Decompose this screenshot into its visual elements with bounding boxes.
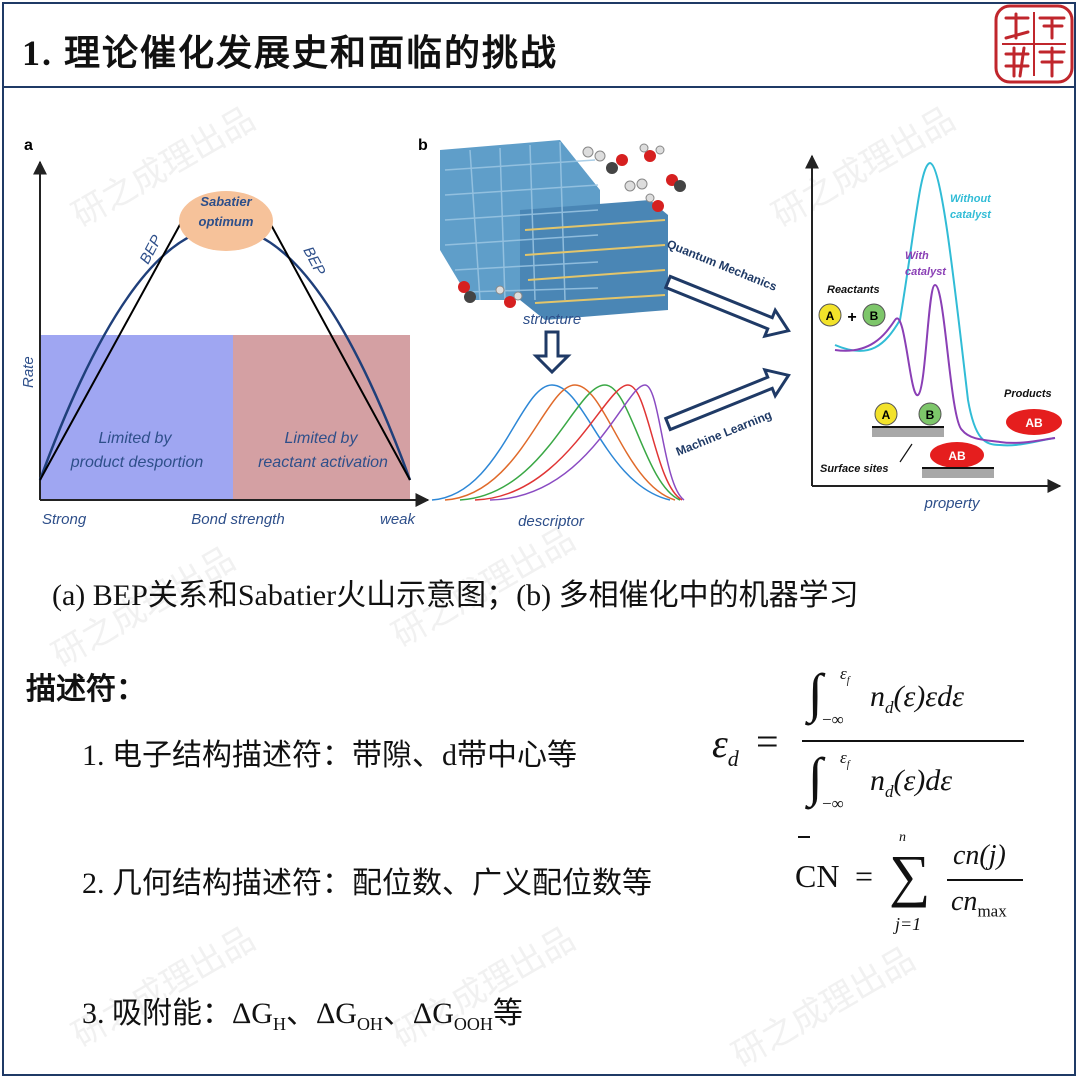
descriptor-curves <box>431 384 685 501</box>
eq2-sum-sign: ∑ <box>889 843 931 908</box>
surface-slab-2 <box>922 468 994 478</box>
without-catalyst-label-1: Without <box>950 193 992 205</box>
structure-label: structure <box>523 311 581 328</box>
surface-slab-1 <box>872 427 944 437</box>
item3-sub-h: H <box>272 1014 286 1034</box>
eq1-den-integral: ∫ <box>808 747 823 807</box>
right-region-label-1: Limited by <box>285 430 359 447</box>
x-label-weak: weak <box>380 511 417 528</box>
left-region <box>40 335 233 500</box>
adsorbed-a-label: A <box>882 408 891 422</box>
descriptors-heading: 描述符： <box>26 673 146 706</box>
eq2-numerator: cn(j) <box>953 840 1006 871</box>
figure-caption: (a) BEP关系和Sabatier火山示意图；(b) 多相催化中的机器学习 <box>52 579 859 612</box>
sabatier-label-2: optimum <box>199 214 254 229</box>
descriptor-item-1: 1. 电子结构描述符：带隙、d带中心等 <box>82 739 577 772</box>
left-region-label-1: Limited by <box>99 430 173 447</box>
bep-lines <box>39 209 411 481</box>
logo-seal <box>994 4 1074 84</box>
panel-a-label: a <box>24 137 33 154</box>
item3-sub-ooh: OOH <box>453 1014 493 1034</box>
eq1-denominator: nd(ε)dε <box>870 764 953 801</box>
with-catalyst-label-1: With <box>905 250 929 262</box>
eq1-fraction-bar <box>802 740 1024 742</box>
product-ab-ellipse <box>1006 409 1062 435</box>
right-region <box>233 335 410 500</box>
item3-sub-oh: OH <box>356 1014 383 1034</box>
quantum-mechanics-arrow <box>663 274 791 339</box>
property-label: property <box>923 495 981 512</box>
without-catalyst-label-2: catalyst <box>950 209 992 221</box>
eq2-overbar <box>798 836 810 838</box>
surface-sites-pointer <box>899 443 913 463</box>
species-b-circle <box>862 303 886 327</box>
eq1-num-upper: εf <box>840 664 850 687</box>
eq2-sum-top: n <box>899 830 906 845</box>
species-a-label: A <box>826 309 835 323</box>
eq2-denominator: cnmax <box>951 886 1007 921</box>
item3-sep-2: 、ΔG <box>382 997 454 1030</box>
adsorbed-a-circle <box>874 402 898 426</box>
descriptor-item-3: 3. 吸附能：ΔGH、ΔGOH、ΔGOOH等 <box>82 988 523 1035</box>
product-ab-label: AB <box>1025 416 1043 430</box>
eq1-numerator: nd(ε)εdε <box>870 680 964 717</box>
x-label-strong: Strong <box>42 511 87 528</box>
item3-suffix: 等 <box>492 997 523 1030</box>
eq2-lhs: CN <box>795 858 840 894</box>
sabatier-label-1: Sabatier <box>200 194 252 209</box>
bep-left-label: BEP <box>137 232 166 266</box>
eq1-num-integral: ∫ <box>808 663 823 723</box>
item3-prefix: 3. 吸附能：ΔG <box>82 997 273 1030</box>
without-catalyst-curve <box>834 161 1056 447</box>
species-a-circle <box>818 303 842 327</box>
eq1-equals: = <box>756 719 779 764</box>
x-label-bond-strength: Bond strength <box>191 511 284 528</box>
adsorbed-ab-label: AB <box>948 449 966 463</box>
coordination-number-equation: CN = n ∑ j=1 cn(j) cnmax <box>795 828 1035 948</box>
slide-title: 1. 理论催化发展史和面临的挑战 <box>22 33 559 73</box>
structure-to-descriptor-arrow <box>532 330 572 375</box>
with-catalyst-label-2: catalyst <box>905 266 947 278</box>
left-region-label-2: product desportion <box>70 454 204 471</box>
sabatier-optimum-bubble <box>179 191 273 251</box>
adsorbed-ab-ellipse <box>930 442 984 468</box>
panel-b-label: b <box>418 137 428 154</box>
eq1-num-lower: −∞ <box>822 710 844 729</box>
eq2-sum-bottom: j=1 <box>895 914 922 934</box>
reactants-label: Reactants <box>827 284 880 296</box>
crystal-structure-illustration <box>440 140 668 320</box>
slide-header: 1. 理论催化发展史和面临的挑战 <box>2 2 1076 88</box>
eq2-fraction-bar <box>947 879 1023 881</box>
species-plus: + <box>847 309 856 326</box>
species-b-label: B <box>870 309 879 323</box>
descriptor-label: descriptor <box>518 513 585 530</box>
figure: a Sabatier optimum BEP BEP Rate Limited … <box>20 137 1062 530</box>
y-axis-label: Rate <box>20 356 37 388</box>
eq2-equals: = <box>855 858 874 894</box>
right-region-label-2: reactant activation <box>258 454 388 471</box>
item3-sep-1: 、ΔG <box>285 997 357 1030</box>
adsorbed-b-circle <box>918 402 942 426</box>
d-band-center-equation: εd = ∫ εf −∞ nd(ε)εdε ∫ εf −∞ nd(ε)dε <box>712 660 1042 820</box>
descriptor-item-2: 2. 几何结构描述符：配位数、广义配位数等 <box>82 867 652 900</box>
adsorbed-b-label: B <box>926 408 935 422</box>
molecule-icons <box>458 143 686 308</box>
eq1-den-upper: εf <box>840 748 850 771</box>
machine-learning-arrow <box>663 367 791 432</box>
with-catalyst-curve <box>834 283 1056 444</box>
products-label: Products <box>1004 388 1052 400</box>
eq1-lhs: εd <box>712 721 739 771</box>
surface-sites-label: Surface sites <box>820 463 888 475</box>
eq1-den-lower: −∞ <box>822 794 844 813</box>
